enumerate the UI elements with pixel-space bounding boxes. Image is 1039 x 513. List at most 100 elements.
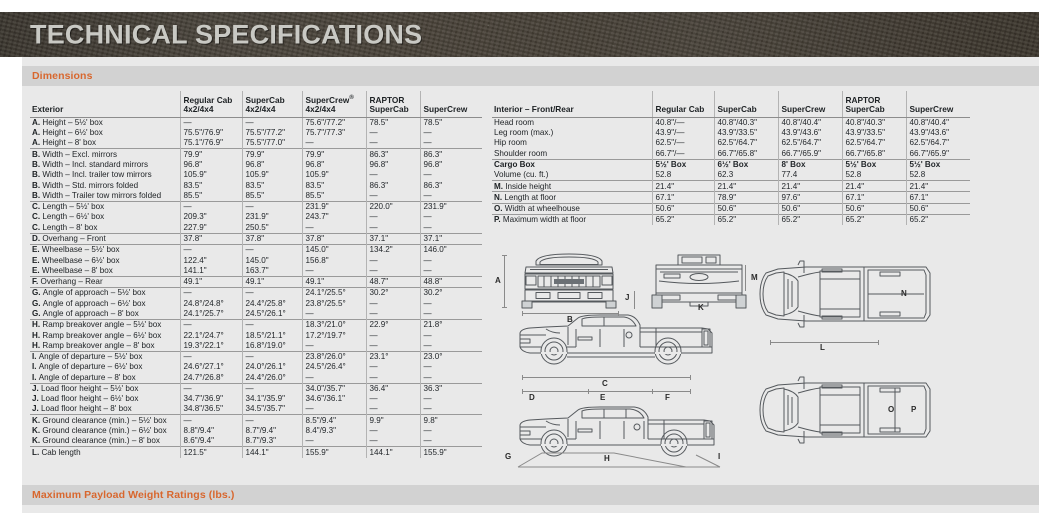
exterior-cell-0: 85.5": [179, 190, 242, 202]
exterior-cell-3: —: [365, 404, 420, 415]
interior-cell-1: 6½' Box: [713, 158, 778, 170]
row-letter: B.: [32, 160, 43, 170]
exterior-cell-3: —: [365, 255, 420, 266]
side-view-supercrew-ramp-diagram: [517, 406, 721, 468]
exterior-cell-0: 34.7"/36.9": [179, 393, 242, 405]
interior-cell-2: 66.7"/65.9": [777, 148, 842, 160]
table-row: Leg room (max.)43.9"/—43.9"/33.5"43.9"/4…: [492, 127, 970, 139]
table-row: I. Angle of departure – 5½' box——23.8°/2…: [30, 350, 482, 362]
exterior-cell-0: —: [179, 287, 242, 299]
registered-mark-icon: ®: [349, 95, 354, 102]
exterior-cell-1: 75.5"/77.2": [241, 127, 302, 139]
exterior-column-header-4: SuperCrew: [419, 91, 482, 118]
table-row: H. Ramp breakover angle – 5½' box——18.3°…: [30, 318, 482, 331]
exterior-cell-1: 231.9": [241, 212, 302, 223]
exterior-cell-4: —: [419, 372, 482, 384]
exterior-cell-2: 155.9": [301, 446, 366, 458]
vehicle-dimension-diagrams: A B C D E F G H I J K L M N O P: [492, 247, 1037, 479]
exterior-cell-0: 209.3": [179, 212, 242, 223]
interior-cell-3: 43.9"/33.5": [841, 127, 906, 139]
exterior-row-label: B. Width – Incl. standard mirrors: [32, 160, 149, 170]
interior-cell-2: 62.5"/64.7": [777, 138, 842, 149]
guide-tick-l-left: [770, 340, 771, 345]
page-title-band: TECHNICAL SPECIFICATIONS: [0, 12, 1039, 57]
interior-column-header-0-line2: Regular Cab: [655, 104, 705, 115]
row-letter: G.: [32, 288, 43, 298]
row-letter: B.: [32, 180, 43, 190]
page-title: TECHNICAL SPECIFICATIONS: [30, 19, 423, 49]
exterior-cell-2: 17.2°/19.7°: [301, 330, 366, 341]
guide-line-b: [522, 313, 618, 314]
dim-label-h: H: [604, 454, 610, 463]
exterior-cell-2: 243.7": [301, 212, 366, 223]
exterior-cell-1: 24.0°/26.1°: [241, 361, 302, 373]
exterior-cell-3: —: [365, 169, 420, 181]
guide-tick-c-right: [690, 375, 691, 380]
exterior-row-label: L. Cab length: [30, 446, 180, 458]
row-letter: B.: [32, 149, 43, 159]
dim-label-b: B: [567, 315, 573, 324]
exterior-row-label: B. Width – Incl. trailer tow mirrors: [32, 170, 152, 180]
interior-cell-4: 5½' Box: [905, 158, 970, 170]
exterior-cell-2: 24.5°/26.4°: [301, 361, 366, 373]
exterior-cell-2: 79.9": [301, 148, 366, 160]
interior-cell-0: 52.8: [651, 169, 714, 181]
exterior-cell-4: 9.8": [419, 414, 482, 426]
exterior-cell-0: 75.5"/76.9": [179, 127, 242, 139]
exterior-cell-0: 141.1": [179, 265, 242, 277]
exterior-cell-4: —: [419, 404, 482, 415]
row-letter: H.: [32, 320, 43, 330]
interior-column-header-4: SuperCrew: [905, 91, 970, 118]
exterior-cell-0: —: [179, 414, 242, 426]
dim-label-g: G: [505, 452, 512, 461]
exterior-row-label: G. Angle of approach – 5½' box: [30, 287, 180, 299]
exterior-row-label: K. Ground clearance (min.) – 8' box: [32, 436, 160, 446]
exterior-cell-1: 49.1": [241, 275, 302, 288]
row-letter: F.: [32, 277, 41, 287]
exterior-cell-2: —: [301, 222, 366, 234]
exterior-cell-3: —: [365, 190, 420, 202]
table-row: B. Width – Trailer tow mirrors folded 85.…: [30, 190, 482, 202]
top-view-cargo-width-diagram: [759, 376, 931, 444]
interior-cell-1: 21.4": [713, 180, 778, 192]
exterior-cell-0: 122.4": [179, 255, 242, 266]
exterior-cell-2: 145.0": [301, 243, 366, 256]
guide-tick-d: [522, 389, 523, 394]
exterior-cell-1: —: [241, 350, 302, 362]
exterior-cell-3: 86.3": [365, 180, 420, 191]
guide-line-l: [770, 342, 878, 343]
interior-column-header-3-line2: SuperCab: [845, 104, 885, 115]
exterior-cell-3: 36.4": [365, 382, 420, 394]
interior-cell-1: 50.6": [713, 202, 778, 215]
exterior-cell-2: —: [301, 404, 366, 415]
exterior-row-label: B. Width – Trailer tow mirrors folded: [32, 190, 162, 200]
interior-column-header-2: SuperCrew: [777, 91, 842, 118]
exterior-cell-0: 34.8"/36.5": [179, 404, 242, 415]
exterior-row-label: H. Ramp breakover angle – 5½' box: [30, 318, 180, 331]
exterior-cell-0: 75.1"/76.9": [179, 138, 242, 149]
exterior-cell-0: —: [179, 350, 242, 362]
exterior-cell-3: 9.9": [365, 414, 420, 426]
exterior-cell-3: 22.9°: [365, 318, 420, 331]
exterior-cell-3: —: [365, 340, 420, 352]
interior-cell-2: 97.6": [777, 191, 842, 204]
interior-cell-0: 43.9"/—: [651, 127, 714, 139]
exterior-row-label: D. Overhang – Front: [30, 232, 180, 245]
exterior-cell-1: —: [241, 414, 302, 426]
exterior-cell-4: —: [419, 435, 482, 447]
exterior-cell-1: 85.5": [241, 190, 302, 202]
interior-cell-2: 65.2": [777, 214, 842, 226]
interior-column-header-1-line2: SuperCab: [717, 104, 757, 115]
exterior-row-label: G. Angle of approach – 8' box: [32, 308, 139, 318]
